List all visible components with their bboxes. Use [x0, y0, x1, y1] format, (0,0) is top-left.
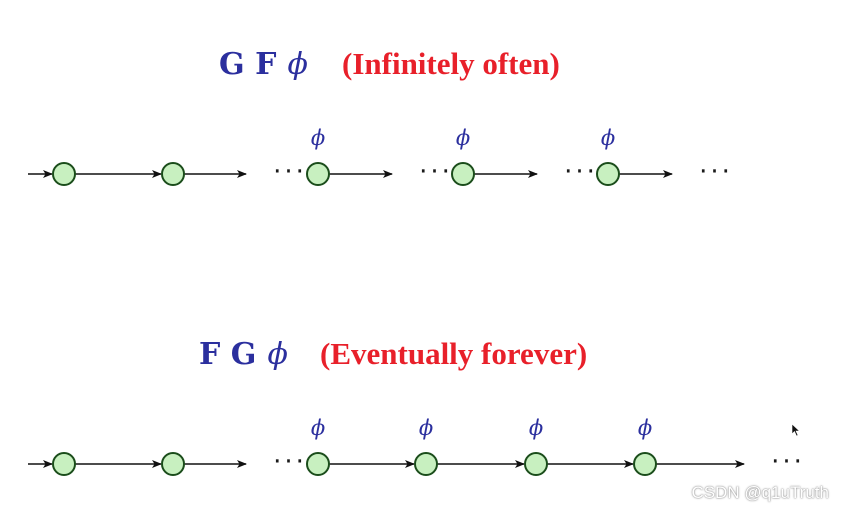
gf-trace: ···ϕ···ϕ···ϕ···: [28, 126, 733, 187]
gf-phi-symbol: ϕ: [287, 47, 307, 82]
gf-state-node: [161, 162, 185, 186]
gf-ellipsis: ···: [419, 157, 453, 187]
gf-phi-label: ϕ: [601, 126, 615, 150]
fg-state-node: [633, 452, 657, 476]
fg-state-node: [52, 452, 76, 476]
fg-state-node: [161, 452, 185, 476]
gf-operators: G F: [219, 47, 276, 82]
fg-state-node: [414, 452, 438, 476]
gf-title: G F ϕ: [219, 47, 308, 82]
gf-description: (Infinitely often): [342, 46, 560, 81]
fg-phi-symbol: ϕ: [267, 337, 287, 372]
gf-ellipsis: ···: [273, 157, 307, 187]
fg-description: (Eventually forever): [320, 336, 587, 371]
gf-ellipsis: ···: [564, 157, 598, 187]
gf-state-node: [52, 162, 76, 186]
fg-state-node: [306, 452, 330, 476]
fg-state-node: [524, 452, 548, 476]
gf-diagram: G F ϕ (Infinitely often) ···ϕ···ϕ···ϕ···: [28, 46, 733, 187]
mouse-cursor-icon: [791, 423, 801, 437]
watermark: CSDN @q1uTruth: [691, 483, 829, 502]
fg-phi-label: ϕ: [419, 416, 433, 440]
fg-phi-label: ϕ: [529, 416, 543, 440]
fg-title: F G ϕ: [199, 337, 288, 372]
gf-phi-label: ϕ: [311, 126, 325, 150]
gf-phi-label: ϕ: [456, 126, 470, 150]
gf-state-node: [451, 162, 475, 186]
gf-state-node: [306, 162, 330, 186]
fg-phi-label: ϕ: [638, 416, 652, 440]
fg-operators: F G: [199, 337, 256, 372]
fg-ellipsis: ···: [273, 447, 307, 477]
fg-phi-label: ϕ: [311, 416, 325, 440]
fg-ellipsis: ···: [771, 447, 805, 477]
gf-state-node: [596, 162, 620, 186]
gf-ellipsis: ···: [699, 157, 733, 187]
